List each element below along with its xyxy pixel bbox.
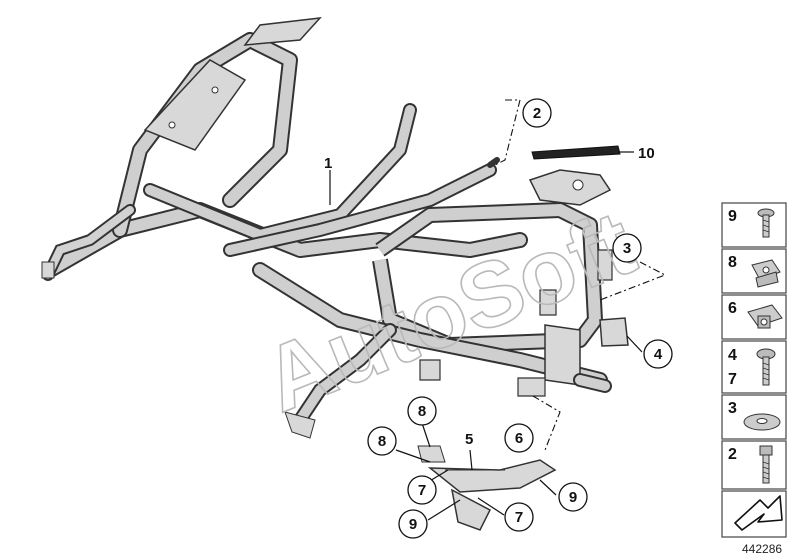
bolt-icon xyxy=(759,445,773,484)
svg-text:9: 9 xyxy=(728,208,737,225)
svg-text:2: 2 xyxy=(533,105,541,122)
callout-8-upper: 8 xyxy=(407,396,437,426)
svg-text:7: 7 xyxy=(728,371,737,388)
svg-text:7: 7 xyxy=(515,509,523,526)
diagram-id: 442286 xyxy=(742,542,782,556)
svg-text:7: 7 xyxy=(418,482,426,499)
legend-cell-arrow xyxy=(721,490,787,538)
svg-text:6: 6 xyxy=(515,430,523,447)
callout-labels: 1 2 10 3 4 8 6 8 xyxy=(324,98,673,539)
leader-lines xyxy=(329,99,667,521)
callout-10: 10 xyxy=(638,145,655,162)
lower-bracket-parts xyxy=(417,445,557,531)
parts-legend: 9 8 6 xyxy=(721,202,787,538)
svg-text:8: 8 xyxy=(728,254,737,271)
svg-text:4: 4 xyxy=(728,347,737,364)
callout-2: 2 xyxy=(522,98,552,128)
callout-1: 1 xyxy=(324,155,332,172)
callout-7-left: 7 xyxy=(407,475,437,505)
legend-cell-3: 3 xyxy=(721,394,787,440)
legend-cell-6: 6 xyxy=(721,294,787,340)
svg-text:2: 2 xyxy=(728,446,737,463)
callout-8-lower: 8 xyxy=(367,426,397,456)
svg-text:3: 3 xyxy=(728,400,737,417)
callout-9-left: 9 xyxy=(398,509,428,539)
svg-text:9: 9 xyxy=(569,489,577,506)
callout-5: 5 xyxy=(465,431,473,448)
legend-cell-8: 8 xyxy=(721,248,787,294)
svg-text:9: 9 xyxy=(409,516,417,533)
screw-icon xyxy=(756,348,776,386)
svg-text:3: 3 xyxy=(623,240,631,257)
legend-cell-4-7: 4 7 xyxy=(721,340,787,394)
callout-9-right: 9 xyxy=(558,482,588,512)
frame-assembly-illustration xyxy=(41,17,629,439)
arrow-icon xyxy=(734,495,783,531)
screw-icon xyxy=(757,208,775,238)
legend-cell-2: 2 xyxy=(721,440,787,490)
svg-text:4: 4 xyxy=(654,346,663,363)
svg-text:6: 6 xyxy=(728,300,737,317)
legend-cell-9: 9 xyxy=(721,202,787,248)
callout-7-right: 7 xyxy=(504,502,534,532)
washer-icon xyxy=(743,413,781,431)
svg-text:8: 8 xyxy=(418,403,426,420)
svg-text:8: 8 xyxy=(378,433,386,450)
callout-4: 4 xyxy=(643,339,673,369)
clip-nut-icon xyxy=(751,259,781,288)
callout-6: 6 xyxy=(504,423,534,453)
callout-3: 3 xyxy=(612,233,642,263)
cage-nut-icon xyxy=(747,304,783,329)
